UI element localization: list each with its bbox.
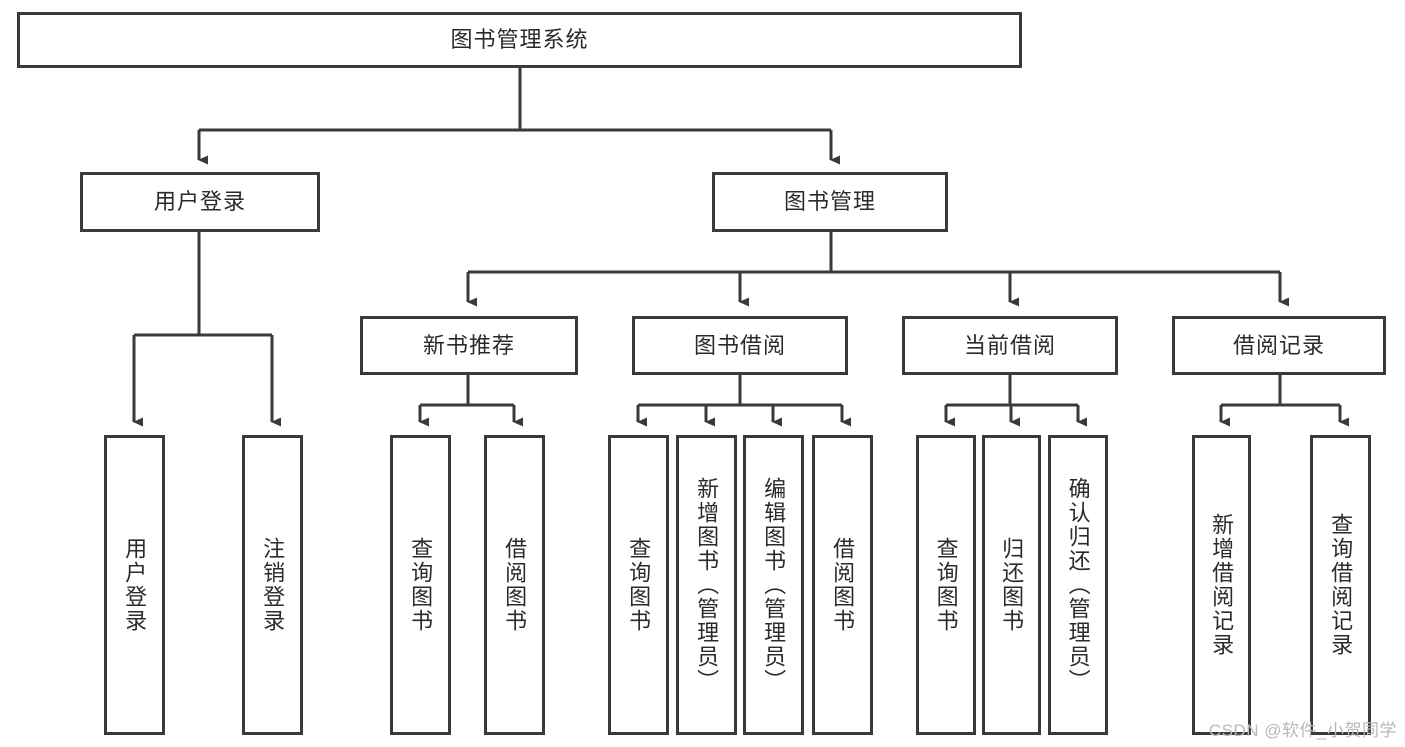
node-leaf-query-book-borrow[interactable]: 查询图书 [608, 435, 669, 735]
node-leaf-borrow-book-recommend-label: 借阅图书 [502, 537, 528, 633]
node-borrow-record[interactable]: 借阅记录 [1172, 316, 1386, 375]
node-leaf-borrow-book-label: 借阅图书 [830, 537, 856, 633]
node-borrow-record-label: 借阅记录 [1232, 332, 1325, 358]
node-leaf-query-book-current[interactable]: 查询图书 [916, 435, 976, 735]
csdn-watermark: CSDN @软件_小贺同学 [1208, 721, 1397, 740]
node-user-login-label: 用户登录 [153, 189, 246, 215]
node-leaf-return-book[interactable]: 归还图书 [982, 435, 1041, 735]
node-new-book-recommend-label: 新书推荐 [422, 332, 515, 358]
node-leaf-user-login-label: 用户登录 [122, 537, 148, 633]
node-book-manage[interactable]: 图书管理 [712, 172, 948, 232]
node-book-manage-label: 图书管理 [783, 189, 876, 215]
node-leaf-query-book-recommend-label: 查询图书 [408, 537, 434, 633]
node-current-borrow-label: 当前借阅 [963, 332, 1056, 358]
node-leaf-borrow-book-recommend[interactable]: 借阅图书 [484, 435, 545, 735]
node-leaf-add-book-label: 新增图书（管理员） [694, 477, 720, 693]
node-leaf-borrow-book[interactable]: 借阅图书 [812, 435, 873, 735]
node-book-borrow-label: 图书借阅 [693, 332, 786, 358]
node-leaf-query-book-current-label: 查询图书 [933, 537, 959, 633]
node-book-borrow[interactable]: 图书借阅 [632, 316, 848, 375]
node-leaf-confirm-return[interactable]: 确认归还（管理员） [1048, 435, 1108, 735]
node-leaf-query-borrow-record-label: 查询借阅记录 [1328, 513, 1354, 657]
node-leaf-logout-label: 注销登录 [260, 537, 286, 633]
node-leaf-add-borrow-record[interactable]: 新增借阅记录 [1192, 435, 1251, 735]
node-leaf-user-login[interactable]: 用户登录 [104, 435, 165, 735]
node-leaf-confirm-return-label: 确认归还（管理员） [1065, 477, 1091, 693]
node-leaf-add-borrow-record-label: 新增借阅记录 [1209, 513, 1235, 657]
node-leaf-edit-book-label: 编辑图书（管理员） [761, 477, 787, 693]
node-leaf-return-book-label: 归还图书 [999, 537, 1025, 633]
node-new-book-recommend[interactable]: 新书推荐 [360, 316, 578, 375]
node-leaf-query-borrow-record[interactable]: 查询借阅记录 [1310, 435, 1371, 735]
node-current-borrow[interactable]: 当前借阅 [902, 316, 1118, 375]
node-user-login[interactable]: 用户登录 [80, 172, 320, 232]
node-leaf-add-book[interactable]: 新增图书（管理员） [676, 435, 737, 735]
node-leaf-logout[interactable]: 注销登录 [242, 435, 303, 735]
node-root-label: 图书管理系统 [450, 27, 589, 53]
node-leaf-query-book-recommend[interactable]: 查询图书 [390, 435, 451, 735]
node-root[interactable]: 图书管理系统 [17, 12, 1022, 68]
node-leaf-edit-book[interactable]: 编辑图书（管理员） [743, 435, 804, 735]
node-leaf-query-book-borrow-label: 查询图书 [626, 537, 652, 633]
